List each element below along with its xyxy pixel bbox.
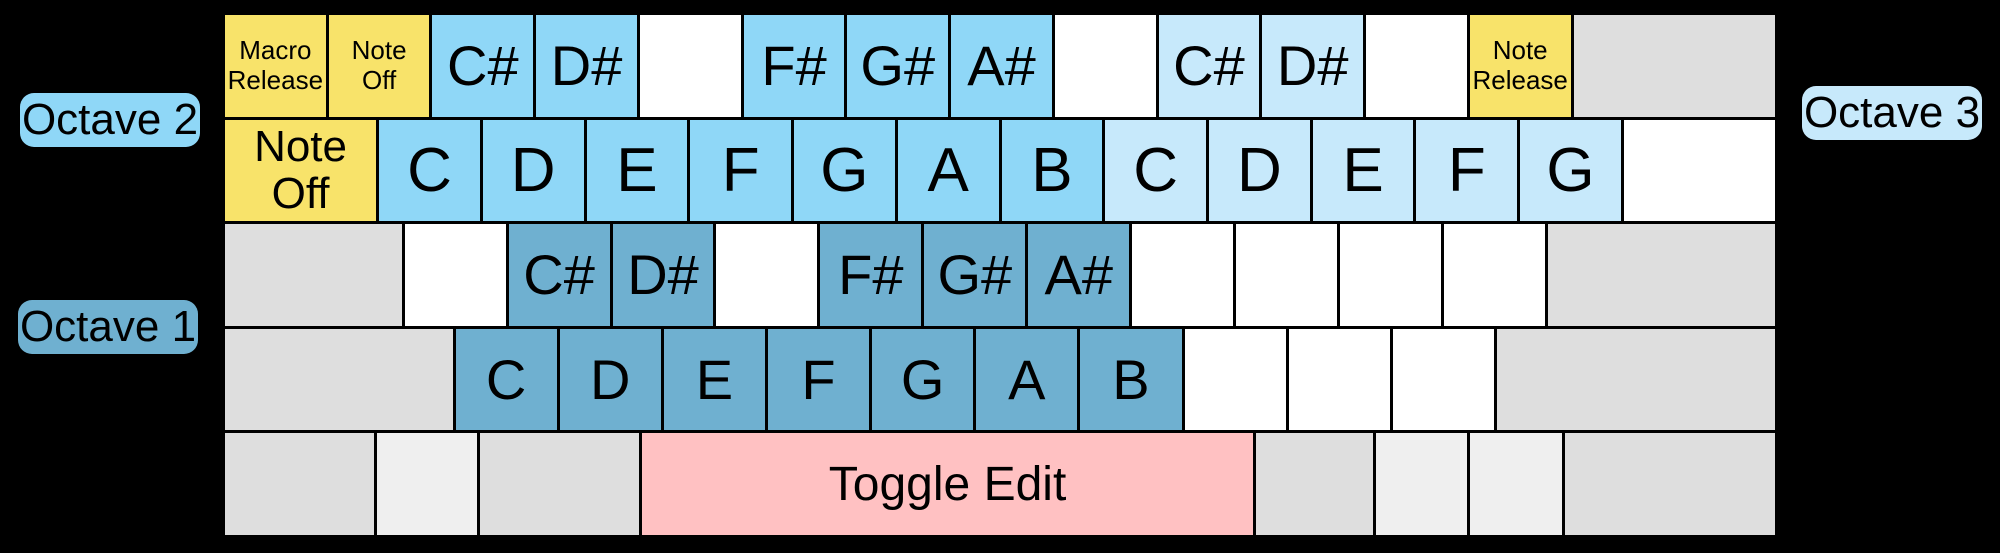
blank-key [1184, 328, 1286, 431]
a-octave2-key: A [897, 119, 999, 222]
f-octave3-key: F [1416, 119, 1518, 222]
modifier-key [1565, 433, 1775, 535]
blank-key [1444, 224, 1545, 326]
modifier-key [225, 328, 453, 431]
modifier-key [1573, 15, 1776, 117]
modifier-key [1496, 328, 1776, 431]
c-octave3-key: C [1105, 119, 1206, 222]
blank-key [1623, 119, 1775, 222]
e-octave2-key: E [586, 119, 688, 222]
modifier-key [1375, 433, 1468, 535]
octave-3-label: Octave 3 [1802, 86, 1982, 140]
space-row: Toggle Edit [225, 433, 1775, 535]
modifier-key [1547, 224, 1776, 326]
d-sharp-octave1-key: D# [612, 224, 714, 326]
blank-key [1340, 224, 1442, 326]
blank-key [1236, 224, 1338, 326]
modifier-key [1470, 433, 1562, 535]
g-octave1-key: G [872, 328, 974, 431]
octave-2-label: Octave 2 [20, 93, 200, 147]
modifier-key [376, 433, 477, 535]
toggle-edit-space-key: Toggle Edit [641, 433, 1254, 535]
octave-1-label: Octave 1 [18, 300, 198, 354]
modifier-key [225, 433, 374, 535]
a-sharp-octave2-key: A# [951, 15, 1052, 117]
blank-key [716, 224, 818, 326]
blank-key [1392, 328, 1494, 431]
c-sharp-octave2-key: C# [432, 15, 534, 117]
note-release-key: Note Release [1469, 15, 1571, 117]
f-sharp-octave2-key: F# [743, 15, 845, 117]
d-octave3-key: D [1208, 119, 1310, 222]
modifier-key [479, 433, 639, 535]
d-sharp-octave3-key: D# [1262, 15, 1364, 117]
d-sharp-octave2-key: D# [536, 15, 637, 117]
modifier-key [1256, 433, 1373, 535]
e-octave1-key: E [663, 328, 765, 431]
blank-key [1288, 328, 1390, 431]
macro-release-key: Macro Release [225, 15, 326, 117]
g-octave2-key: G [794, 119, 895, 222]
a-octave1-key: A [976, 328, 1078, 431]
d-octave1-key: D [559, 328, 661, 431]
note-off-key: Note Off [328, 15, 430, 117]
blank-key [1054, 15, 1156, 117]
home-row: C#D# F#G#A# [225, 224, 1776, 326]
b-octave2-key: B [1001, 119, 1103, 222]
b-octave1-key: B [1080, 328, 1182, 431]
note-off-tab-key: Note Off [225, 119, 377, 222]
f-octave2-key: F [690, 119, 792, 222]
a-sharp-octave1-key: A# [1028, 224, 1130, 326]
modifier-key [225, 224, 402, 326]
g-octave3-key: G [1520, 119, 1621, 222]
blank-key [404, 224, 506, 326]
blank-key [1366, 15, 1467, 117]
f-octave1-key: F [767, 328, 870, 431]
d-octave2-key: D [482, 119, 584, 222]
g-sharp-octave1-key: G# [924, 224, 1026, 326]
c-octave1-key: C [455, 328, 557, 431]
f-sharp-octave1-key: F# [820, 224, 922, 326]
g-sharp-octave2-key: G# [847, 15, 949, 117]
blank-key [639, 15, 741, 117]
c-sharp-octave3-key: C# [1158, 15, 1260, 117]
e-octave3-key: E [1312, 119, 1414, 222]
c-octave2-key: C [379, 119, 480, 222]
c-sharp-octave1-key: C# [508, 224, 610, 326]
blank-key [1132, 224, 1234, 326]
